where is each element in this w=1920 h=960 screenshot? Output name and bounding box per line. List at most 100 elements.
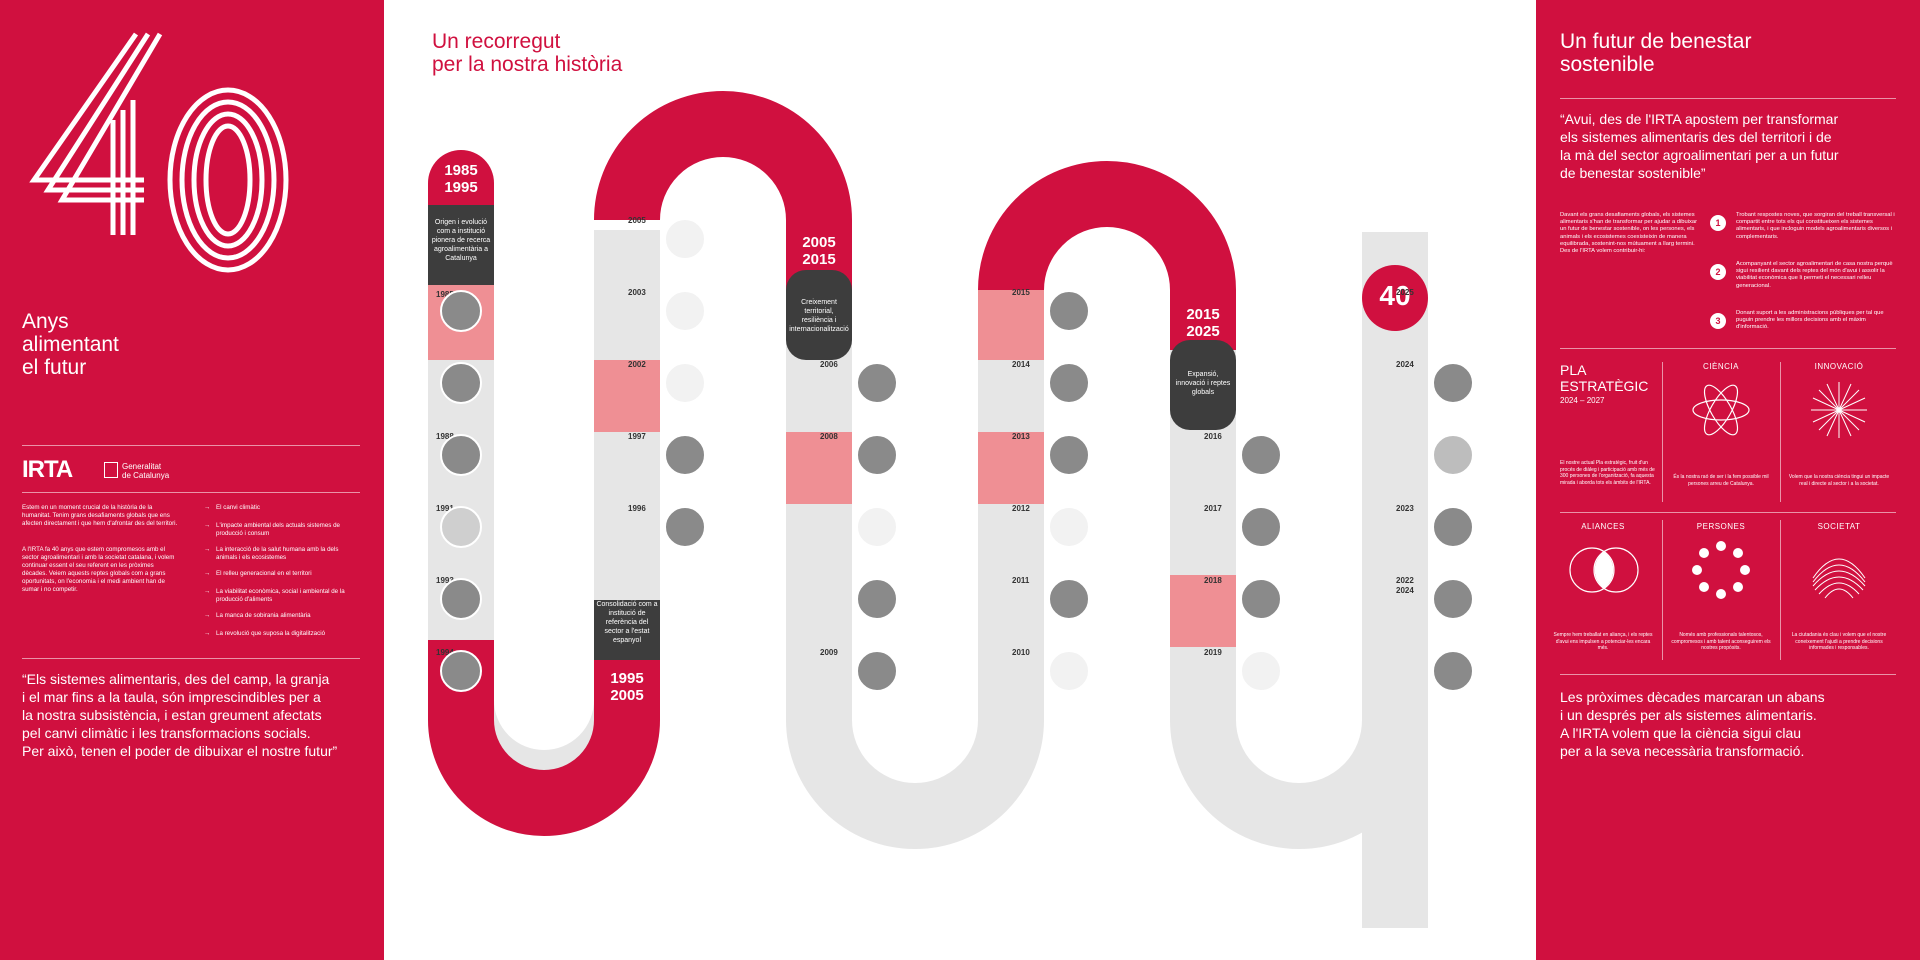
year-end: 1995 xyxy=(444,179,478,196)
photo xyxy=(664,218,706,260)
era-years-2015-2025: 2015 2025 xyxy=(1170,306,1236,340)
pla-title: PLA ESTRATÈGIC xyxy=(1560,362,1648,394)
year-start: 1995 xyxy=(610,670,644,687)
pla-years: 2024 – 2027 xyxy=(1560,396,1605,405)
year-label: 1996 xyxy=(628,504,646,513)
pla-text: El nostre actual Pla estratègic, fruit d… xyxy=(1560,460,1655,486)
year-label: 1985 xyxy=(436,290,454,299)
era-label: Creixement territorial, resiliència i in… xyxy=(789,299,849,333)
photo xyxy=(1048,650,1090,692)
left-panel: Anys alimentant el futur IRTA Generalita… xyxy=(0,0,384,960)
point-text: Acompanyant el sector agroalimentari de … xyxy=(1736,261,1893,289)
photo xyxy=(664,290,706,332)
photo xyxy=(1240,434,1282,476)
closing-line: i un després per als sistemes alimentari… xyxy=(1560,707,1817,723)
year-label: 2003 xyxy=(628,288,646,297)
era-label: Origen i evolució com a institució pione… xyxy=(431,219,491,262)
forty-mini-logo: 40 xyxy=(1379,280,1411,311)
subtitle-line-2: alimentant xyxy=(22,333,119,356)
aliances-title: ALIANCES xyxy=(1581,522,1625,531)
arrow-icon: → xyxy=(204,546,211,553)
photo xyxy=(440,290,482,332)
year-end: 2005 xyxy=(610,687,644,704)
title-line-2: sostenible xyxy=(1560,53,1655,76)
year-start: 2005 xyxy=(802,234,836,251)
people-circle-icon xyxy=(1692,541,1750,599)
era-years-1985-1995: 1985 1995 xyxy=(428,162,494,196)
innovacio-text: Volem que la nostra ciència tingui un im… xyxy=(1788,474,1890,487)
quote-line: “Avui, des de l'IRTA apostem per transfo… xyxy=(1560,111,1839,127)
overlap-circles-icon xyxy=(1569,547,1639,593)
generalitat-line-2: de Catalunya xyxy=(122,471,170,480)
persones-text: Només amb professionals talentosos, comp… xyxy=(1671,632,1771,651)
photo xyxy=(664,506,706,548)
closing-line: A l'IRTA volem que la ciència sigui clau xyxy=(1560,725,1802,741)
pla-title-line: PLA xyxy=(1560,362,1587,378)
year-label: 2005 xyxy=(628,216,646,225)
arrow-icon: → xyxy=(204,570,211,577)
era-years-2005-2015: 2005 2015 xyxy=(786,234,852,268)
irta-logo: IRTA xyxy=(22,456,73,483)
year-label: 2002 xyxy=(628,360,646,369)
year-label: 2006 xyxy=(820,360,838,369)
photo xyxy=(1048,434,1090,476)
divider xyxy=(1560,674,1896,675)
quote-line: els sistemes alimentaris des del territo… xyxy=(1560,129,1832,145)
subtitle-line-1: Anys xyxy=(22,310,69,333)
divider xyxy=(22,658,360,659)
quote-line: Per això, tenen el poder de dibuixar el … xyxy=(22,743,338,759)
timeline-title: Un recorregut per la nostra història xyxy=(432,30,622,76)
photo xyxy=(1048,578,1090,620)
year-label: 2011 xyxy=(1012,576,1030,585)
era-label: Expansió, innovació i reptes globals xyxy=(1175,371,1231,396)
forty-logo xyxy=(29,32,289,273)
arrow-icon: → xyxy=(204,504,211,511)
photo xyxy=(1240,578,1282,620)
left-quote: “Els sistemes alimentaris, des del camp,… xyxy=(22,670,367,760)
photo xyxy=(440,362,482,404)
divider xyxy=(22,445,360,446)
year-label: 2009 xyxy=(820,648,838,657)
intro-paragraph-1: Estem en un moment crucial de la històri… xyxy=(22,504,178,527)
photo xyxy=(440,650,482,692)
atom-icon xyxy=(1692,384,1750,436)
subtitle: Anys alimentant el futur xyxy=(22,310,119,379)
year-label: 2018 xyxy=(1204,576,1222,585)
year-start: 1985 xyxy=(444,162,478,179)
photo xyxy=(440,578,482,620)
title-line-1: Un recorregut xyxy=(432,30,561,53)
point-number: 2 xyxy=(1710,264,1726,280)
year-label: 1993 xyxy=(436,576,454,585)
arrow-icon: → xyxy=(204,588,211,595)
closing-text: Les pròximes dècades marcaran un abans i… xyxy=(1560,688,1900,760)
arrow-icon: → xyxy=(204,522,211,529)
right-quote: “Avui, des de l'IRTA apostem per transfo… xyxy=(1560,110,1900,182)
year-label: 1994 xyxy=(436,648,454,657)
photo xyxy=(856,650,898,692)
closing-line: per a la seva necessària transformació. xyxy=(1560,743,1805,759)
photo xyxy=(856,578,898,620)
burst-icon xyxy=(1811,382,1867,438)
timeline-path xyxy=(428,91,1428,928)
year-label: 2016 xyxy=(1204,432,1222,441)
divider xyxy=(1560,98,1896,99)
divider xyxy=(1560,512,1896,513)
photo xyxy=(1432,506,1474,548)
photo xyxy=(664,434,706,476)
year-end: 2025 xyxy=(1186,323,1220,340)
photo xyxy=(1432,578,1474,620)
divider xyxy=(1780,520,1781,660)
ciencia-text: És la nostra raó de ser i la fem possibl… xyxy=(1673,474,1769,487)
divider xyxy=(1560,348,1896,349)
year-label: 2012 xyxy=(1012,504,1030,513)
photo xyxy=(664,362,706,404)
year-label: 2025 xyxy=(1396,288,1414,297)
year-label: 2024 xyxy=(1396,586,1414,595)
arrow-icon: → xyxy=(204,630,211,637)
year-label: 1988 xyxy=(436,432,454,441)
generalitat-icon xyxy=(104,462,118,478)
point-text: Donant suport a les administracions públ… xyxy=(1736,310,1884,331)
title-line-2: per la nostra història xyxy=(432,53,623,76)
quote-line: i el mar fins a la taula, són imprescind… xyxy=(22,689,321,705)
timeline-panel: Un recorregut per la nostra història 19 xyxy=(384,0,1536,960)
